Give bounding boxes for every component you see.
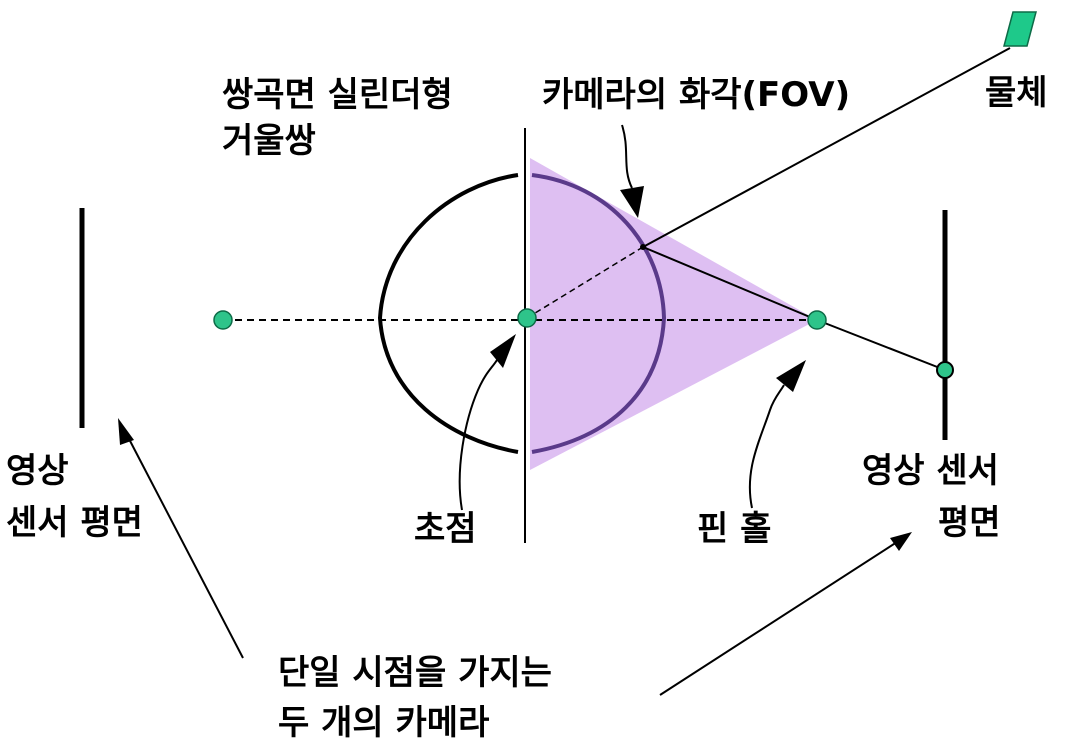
right-camera-pointer <box>659 541 898 696</box>
pinhole-point <box>807 310 827 330</box>
pinhole-callout-arrowhead <box>776 360 806 392</box>
cameras-label-line1: 단일 시점을 가지는 <box>278 653 552 693</box>
object-label: 물체 <box>985 73 1048 113</box>
mirror-label-line2: 거울쌍 <box>222 121 316 161</box>
pinhole-callout-arrow <box>748 384 785 509</box>
focus-point <box>517 308 537 328</box>
focus-callout-arrowhead <box>490 334 516 368</box>
left-camera-pointer-head <box>118 418 134 445</box>
sensor-image-point <box>936 361 954 379</box>
fov-region <box>530 158 817 470</box>
left-mirror-curve <box>377 173 519 454</box>
right-sensor-label-line2: 평면 <box>938 503 1001 543</box>
reflection-point <box>640 244 646 250</box>
virtual-ray <box>526 246 644 319</box>
fov-callout-arrow <box>621 124 633 189</box>
object-shape <box>1003 11 1037 47</box>
fov-label: 카메라의 화각(FOV) <box>542 75 851 115</box>
right-camera-pointer-head <box>890 532 912 551</box>
pinhole-label: 핀 홀 <box>697 509 772 549</box>
left-sensor-label-line2: 센서 평면 <box>6 503 143 543</box>
object-ray <box>642 47 1011 248</box>
left-camera-pointer <box>127 436 244 659</box>
fov-callout-arrowhead <box>620 186 644 218</box>
right-sensor-label-line1: 영상 센서 <box>862 451 999 491</box>
right-mirror-curve <box>531 173 667 454</box>
left-sensor-label-line1: 영상 <box>6 451 69 491</box>
mirror-label-line1: 쌍곡면 실린더형 <box>222 75 453 115</box>
cameras-label-line2: 두 개의 카메라 <box>278 703 490 743</box>
focus-label: 초점 <box>414 509 477 549</box>
left-focus-point <box>213 310 233 330</box>
focus-callout-arrow <box>458 359 498 511</box>
